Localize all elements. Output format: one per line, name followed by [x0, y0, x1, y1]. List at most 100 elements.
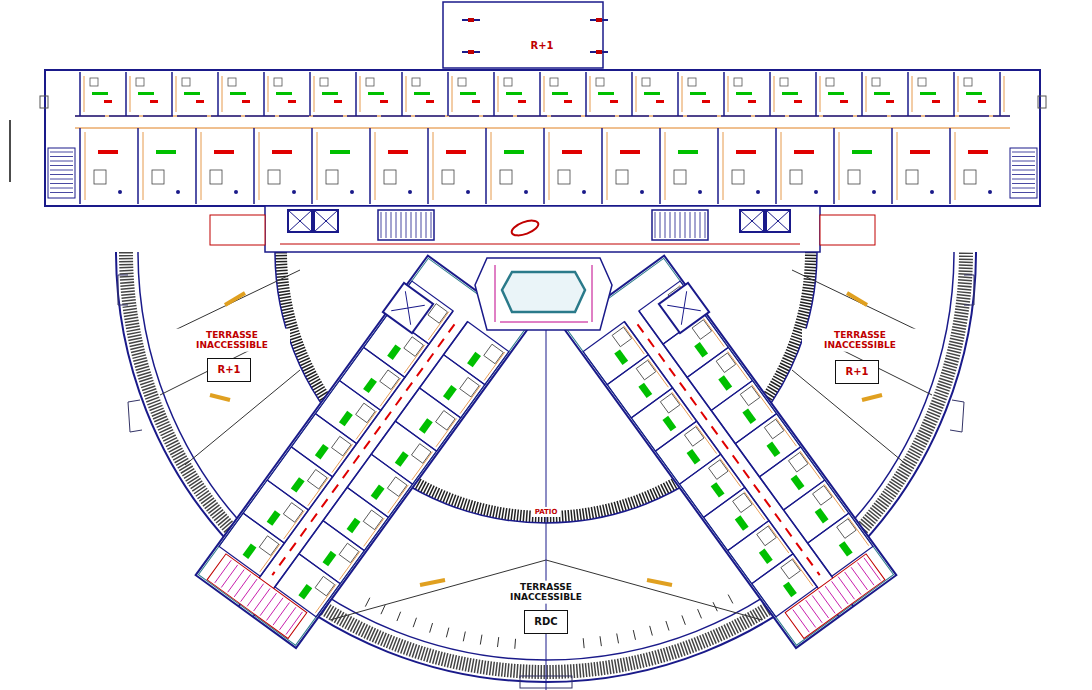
plan-line: [230, 92, 246, 95]
plan-line: [291, 477, 305, 492]
plan-line: [130, 76, 131, 112]
plan-line: [790, 170, 802, 184]
plan-line: [659, 128, 661, 204]
plan-line: [330, 150, 350, 154]
plan-line: [274, 78, 282, 86]
plan-line: [85, 132, 86, 200]
plan-line: [716, 353, 736, 373]
plan-line: [273, 602, 289, 625]
plan-line: [234, 190, 238, 194]
plan-line: [906, 170, 918, 184]
plan-line: [431, 212, 432, 238]
plan-line: [433, 132, 434, 200]
plan-line: [728, 352, 749, 380]
plan-line: [217, 72, 219, 116]
plan-line: [50, 179, 73, 180]
plan-line: [340, 551, 361, 579]
plan-line: [711, 381, 776, 444]
plan-line: [79, 128, 81, 204]
plan-line: [677, 72, 679, 116]
plan-line: [675, 212, 676, 238]
plan-line: [241, 579, 257, 602]
plan-line: [633, 630, 635, 640]
level-text: R+1: [208, 364, 250, 375]
plan-line: [371, 485, 385, 500]
plan-line: [848, 517, 869, 545]
plan-line: [228, 570, 244, 593]
plan-line: [757, 526, 777, 546]
plan-line: [176, 76, 177, 112]
plan-line: [851, 567, 867, 590]
plan-line: [638, 324, 820, 575]
plan-line: [700, 212, 701, 238]
plan-line: [793, 610, 809, 633]
plan-line: [276, 92, 292, 95]
plan-line: [484, 352, 505, 380]
plan-line: [365, 598, 370, 607]
plan-line: [812, 595, 828, 618]
plan-line: [784, 480, 849, 543]
plan-line: [631, 72, 633, 116]
plan-line: [636, 360, 656, 380]
plan-line: [644, 92, 660, 95]
plan-line: [815, 72, 817, 116]
plan-line: [48, 148, 75, 198]
plan-line: [94, 170, 106, 184]
plan-line: [620, 150, 640, 154]
plan-line: [696, 425, 717, 453]
plan-line: [210, 170, 222, 184]
plan-line: [687, 347, 752, 410]
plan-line: [350, 190, 354, 194]
plan-line: [891, 128, 893, 204]
plan-line: [564, 256, 896, 648]
plan-line: [549, 132, 550, 200]
plan-line: [259, 536, 279, 556]
plan-line: [150, 100, 158, 103]
plan-line: [411, 444, 431, 464]
plan-line: [326, 170, 338, 184]
plan-line: [427, 128, 429, 204]
plan-line: [717, 128, 719, 204]
plan-line: [268, 76, 269, 112]
plan-line: [858, 563, 874, 586]
plan-line: [680, 212, 681, 238]
plan-line: [412, 452, 433, 480]
plan-line: [1012, 179, 1035, 180]
plan-line: [260, 544, 281, 572]
plan-line: [332, 444, 353, 472]
plan-line: [679, 454, 744, 517]
plan-line: [674, 170, 686, 184]
plan-line: [596, 78, 604, 86]
plan-line: [136, 78, 144, 86]
plan-line: [764, 419, 784, 439]
plan-line: [744, 492, 765, 520]
plan-line: [713, 602, 717, 611]
plan-line: [320, 78, 328, 86]
plan-line: [769, 72, 771, 116]
plan-line: [1012, 188, 1035, 189]
plan-line: [406, 212, 407, 238]
plan-line: [968, 150, 988, 154]
plan-line: [897, 132, 898, 200]
plan-line: [705, 212, 706, 238]
plan-line: [322, 551, 336, 566]
level-box: RDC: [524, 610, 568, 634]
plan-line: [263, 72, 265, 116]
plan-line: [733, 493, 753, 513]
plan-line: [242, 100, 250, 103]
plan-line: [776, 418, 797, 446]
plan-line: [624, 326, 645, 354]
plan-line: [366, 78, 374, 86]
plan-line: [288, 100, 296, 103]
plan-line: [368, 92, 384, 95]
plan-line: [768, 525, 789, 553]
plan-line: [607, 132, 608, 200]
plan-line: [207, 554, 307, 639]
plan-line: [598, 92, 614, 95]
plan-line: [283, 503, 303, 523]
plan-line: [824, 484, 845, 512]
plan-line: [583, 638, 585, 648]
plan-line: [583, 322, 648, 385]
plan-line: [964, 78, 972, 86]
plan-line: [184, 92, 200, 95]
